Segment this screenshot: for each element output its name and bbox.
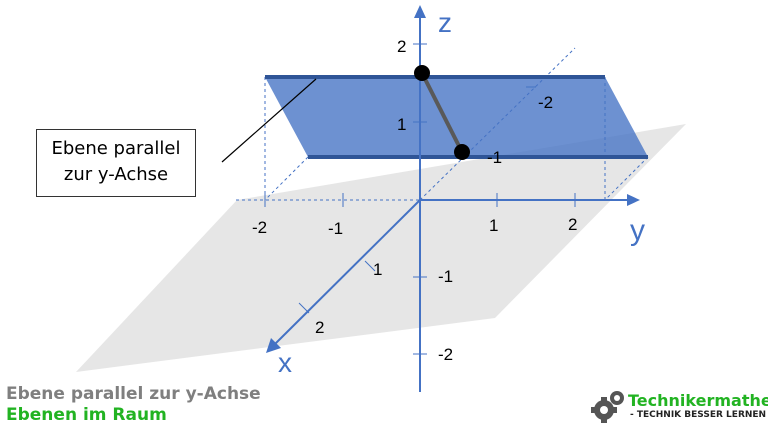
callout-box: Ebene parallel zur y-Achse: [36, 129, 196, 197]
x-tick-label: 1: [373, 260, 382, 279]
z-tick-label: -2: [438, 345, 453, 364]
plane-depth-label: -2: [538, 93, 553, 112]
x-axis-label: x: [278, 347, 292, 378]
callout-line: Ebene parallel: [51, 138, 181, 159]
z-tick-label: 1: [397, 115, 406, 134]
plane-depth-label: -1: [487, 148, 502, 167]
caption-subtitle: Ebenen im Raum: [6, 405, 167, 425]
ground-plane: [76, 124, 686, 372]
gears-icon: [591, 391, 624, 423]
caption-title: Ebene parallel zur y-Achse: [6, 384, 261, 404]
y-tick-label: 2: [568, 215, 577, 234]
callout-line: zur y-Achse: [63, 164, 169, 185]
y-tick-label: -2: [252, 218, 267, 237]
logo-name: Technikermathe.de: [628, 391, 768, 410]
caption: Ebene parallel zur y-Achse Ebenen im Rau…: [6, 384, 261, 426]
x-arrowhead: [266, 338, 281, 353]
point-bottom: [454, 144, 470, 160]
y-axis-label: y: [630, 214, 645, 247]
logo-tagline: - TECHNIK BESSER LERNEN -: [630, 410, 768, 420]
z-tick-label: 2: [397, 37, 406, 56]
z-tick-label: -1: [438, 267, 453, 286]
plane-segment: [420, 72, 464, 153]
z-axis-label: z: [438, 7, 452, 38]
x-axis-line: [274, 199, 421, 345]
y-tick-label: 1: [489, 216, 498, 235]
z-arrowhead: [414, 5, 426, 18]
y-tick-label: -1: [328, 219, 343, 238]
callout-pointer: [221, 78, 317, 163]
axis-ticks: [264, 43, 576, 355]
point-top: [414, 65, 430, 81]
blue-plane: [265, 77, 648, 157]
y-arrowhead: [627, 194, 640, 206]
x-tick-label: 2: [315, 318, 324, 337]
logo: Technikermathe.de - TECHNIK BESSER LERNE…: [590, 388, 768, 428]
